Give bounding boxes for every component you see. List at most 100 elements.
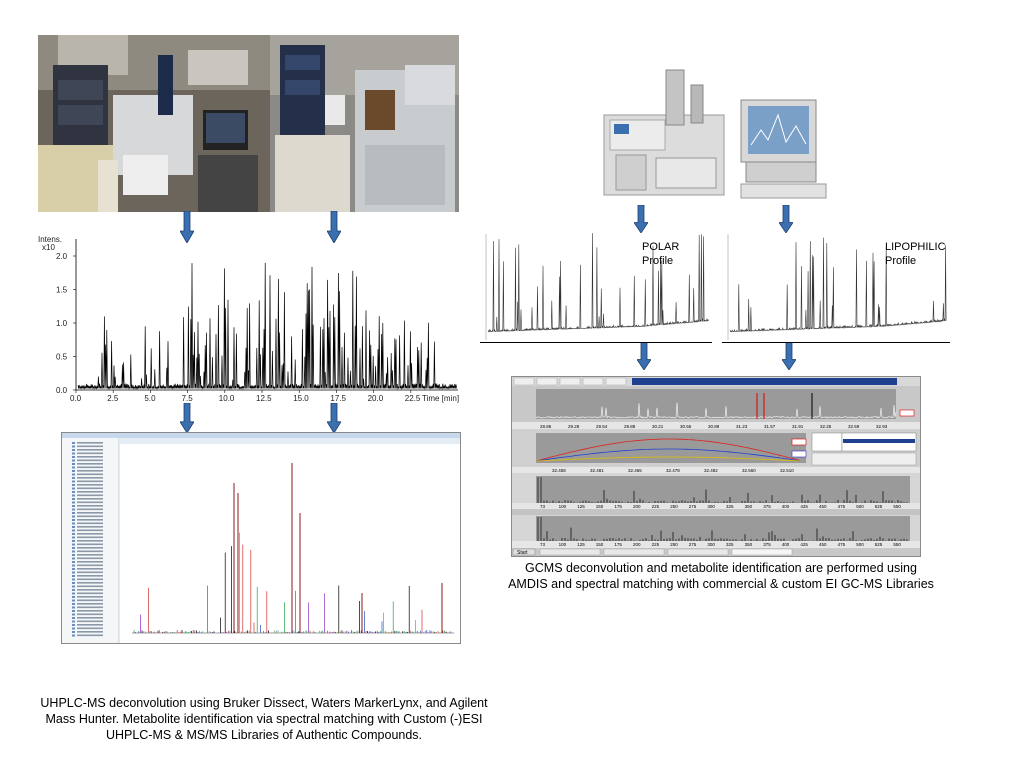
- arrow-down-icon: [180, 211, 194, 243]
- amdis-time-label: 29.88: [624, 424, 636, 429]
- lc-x-tick-label: 12.5: [256, 394, 272, 403]
- polar-profile-label: POLAR Profile: [642, 241, 680, 267]
- gc-lipophilic-profile: LIPOPHILIC Profile: [722, 232, 950, 343]
- amdis-time-label: 32.93: [876, 424, 888, 429]
- amdis-mz-label: 73: [540, 504, 546, 509]
- amdis-mz-label: 275: [689, 504, 697, 509]
- amdis-time-label: 32.560: [742, 468, 756, 473]
- amdis-time-label: 29.54: [596, 424, 608, 429]
- amdis-mz-label: 550: [893, 504, 901, 509]
- arrow-down-icon: [634, 205, 648, 233]
- amdis-mz-label: 550: [893, 542, 901, 547]
- amdis-time-label: 32.482: [704, 468, 718, 473]
- arrow-down-icon: [180, 403, 194, 433]
- amdis-time-label: 32.478: [666, 468, 680, 473]
- lc-x-axis-title: Time [min]: [422, 394, 459, 403]
- amdis-mz-label: 275: [689, 542, 697, 547]
- amdis-time-label: 32.25: [820, 424, 832, 429]
- arrow-down-icon: [779, 205, 793, 233]
- lc-y-tick-label: 1.0: [56, 319, 68, 328]
- amdis-mz-label: 250: [670, 542, 678, 547]
- lipophilic-profile-label: LIPOPHILIC Profile: [885, 241, 946, 267]
- amdis-library-spectrum: [537, 517, 908, 541]
- amdis-mz-label: 225: [652, 504, 660, 509]
- amdis-time-label: 30.55: [680, 424, 692, 429]
- amdis-mz-label: 525: [875, 504, 883, 509]
- amdis-mz-label: 73: [540, 542, 546, 547]
- lc-chromatogram-trace: [77, 262, 457, 390]
- lc-x-tick-label: 2.5: [107, 394, 119, 403]
- amdis-mz-label: 100: [559, 504, 567, 509]
- amdis-mz-label: 200: [633, 542, 641, 547]
- amdis-component-curve: [535, 438, 801, 462]
- lc-y-tick-label: 2.0: [56, 252, 68, 261]
- amdis-mz-label: 375: [763, 504, 771, 509]
- amdis-mz-label: 525: [875, 542, 883, 547]
- taskbar-start-button[interactable]: Start: [517, 550, 528, 556]
- mass-spectrum-software-screenshot: [61, 432, 461, 644]
- lc-x-tick-label: 10.0: [219, 394, 235, 403]
- lc-x-tick-label: 0.0: [70, 394, 82, 403]
- amdis-mz-label: 325: [726, 542, 734, 547]
- amdis-mz-label: 150: [596, 542, 604, 547]
- amdis-component-curve: [535, 456, 801, 462]
- lc-x-tick-label: 20.0: [368, 394, 384, 403]
- lab-photo-lc-ms-left: [38, 35, 270, 212]
- mass-spectrum-peaks: [133, 463, 453, 633]
- lc-x-tick-label: 22.5: [405, 394, 421, 403]
- lc-x-tick-label: 15.0: [293, 394, 309, 403]
- amdis-mz-label: 450: [819, 542, 827, 547]
- amdis-mz-label: 425: [800, 504, 808, 509]
- gc-polar-profile: POLAR Profile: [480, 232, 712, 343]
- amdis-mz-label: 475: [838, 542, 846, 547]
- amdis-extracted-spectrum: [537, 477, 908, 503]
- amdis-mz-label: 350: [745, 542, 753, 547]
- lc-y-tick-label: 0.5: [56, 353, 68, 362]
- amdis-mz-label: 400: [782, 542, 790, 547]
- amdis-time-label: 28.86: [540, 424, 552, 429]
- gcms-instrument-image: [596, 60, 836, 208]
- amdis-mz-label: 350: [745, 504, 753, 509]
- amdis-mz-label: 450: [819, 504, 827, 509]
- gc-lipophilic-trace: [729, 237, 947, 333]
- amdis-mz-label: 375: [763, 542, 771, 547]
- uhplc-caption: UHPLC-MS deconvolution using Bruker Diss…: [40, 696, 488, 742]
- amdis-mz-label: 125: [577, 504, 585, 509]
- arrow-down-icon: [782, 342, 796, 370]
- amdis-mz-label: 225: [652, 542, 660, 547]
- amdis-time-label: 32.465: [628, 468, 642, 473]
- amdis-time-label: 32.59: [848, 424, 860, 429]
- amdis-time-label: 31.23: [736, 424, 748, 429]
- amdis-mz-label: 425: [800, 542, 808, 547]
- amdis-time-label: 29.28: [568, 424, 580, 429]
- lab-photo-lc-ms-right: [270, 35, 459, 212]
- lc-y-axis-unit: x10: [42, 243, 55, 252]
- lc-y-axis-title: Intens.: [38, 235, 62, 244]
- amdis-time-label: 31.91: [792, 424, 804, 429]
- lc-x-tick-label: 5.0: [144, 394, 156, 403]
- amdis-mz-label: 150: [596, 504, 604, 509]
- lc-x-tick-label: 7.5: [182, 394, 194, 403]
- amdis-time-label: 31.57: [764, 424, 776, 429]
- amdis-mz-label: 400: [782, 504, 790, 509]
- amdis-mz-label: 175: [614, 542, 622, 547]
- amdis-time-label: 30.89: [708, 424, 720, 429]
- gc-polar-trace: [487, 233, 709, 333]
- amdis-mz-label: 200: [633, 504, 641, 509]
- amdis-mz-label: 475: [838, 504, 846, 509]
- amdis-time-label: 32.458: [552, 468, 566, 473]
- amdis-time-label: 32.481: [590, 468, 604, 473]
- amdis-mz-label: 300: [707, 542, 715, 547]
- amdis-mz-label: 500: [856, 542, 864, 547]
- amdis-mz-label: 250: [670, 504, 678, 509]
- amdis-mz-label: 175: [614, 504, 622, 509]
- amdis-time-label: 32.510: [780, 468, 794, 473]
- arrow-down-icon: [637, 342, 651, 370]
- amdis-mz-label: 100: [559, 542, 567, 547]
- compound-tree-list[interactable]: [72, 442, 103, 637]
- amdis-mz-label: 325: [726, 504, 734, 509]
- lc-x-tick-label: 17.5: [330, 394, 346, 403]
- lc-y-tick-label: 0.0: [56, 386, 68, 395]
